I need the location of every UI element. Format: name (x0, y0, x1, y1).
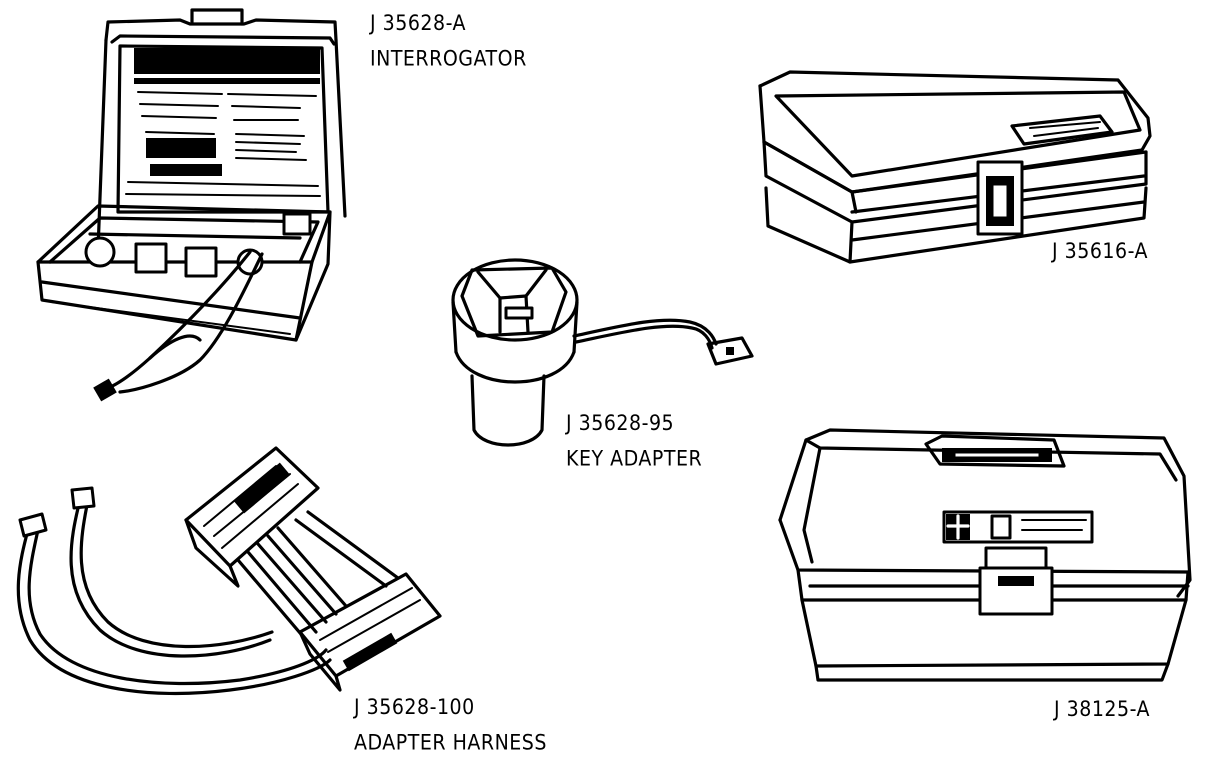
part-number: J 35628-100 (354, 695, 475, 720)
part-number: J 35616-A (1052, 239, 1149, 264)
key-adapter-label: J 35628-95 KEY ADAPTER (566, 406, 702, 476)
key-adapter-icon (451, 258, 754, 447)
tool-name: KEY ADAPTER (566, 446, 703, 471)
closed-carry-case-icon (758, 70, 1152, 264)
adapter-harness-icon (16, 446, 442, 696)
tool-box-label: J 38125-A (1054, 692, 1150, 727)
tool-name: ADAPTER HARNESS (354, 730, 547, 755)
tool-name: INTERROGATOR (370, 46, 527, 71)
interrogator-label: J 35628-A INTERROGATOR (370, 6, 527, 76)
tool-box-icon (778, 428, 1192, 682)
adapter-harness-label: J 35628-100 ADAPTER HARNESS (354, 690, 547, 760)
interrogator-case-icon (36, 8, 347, 402)
part-number: J 35628-95 (566, 411, 675, 436)
part-number: J 38125-A (1054, 697, 1151, 722)
carry-case-label: J 35616-A (1052, 234, 1148, 269)
part-number: J 35628-A (370, 11, 467, 36)
